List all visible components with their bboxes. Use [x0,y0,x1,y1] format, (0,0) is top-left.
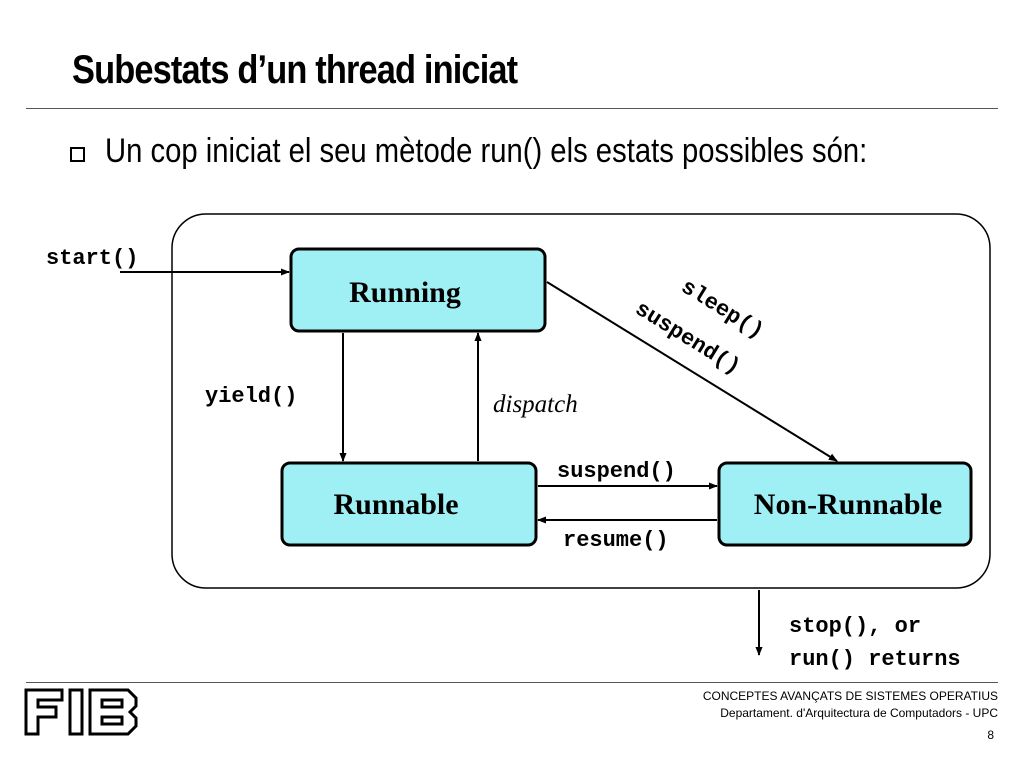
state-running-label: Running [349,276,461,309]
state-runnable [280,461,538,547]
course-name: CONCEPTES AVANÇATS DE SISTEMES OPERATIUS [702,689,998,703]
fib-logo [24,688,138,736]
square-bullet-icon [70,147,85,162]
state-non-runnable-label: Non-Runnable [754,488,942,521]
dispatch-label: dispatch [493,391,578,418]
state-non-runnable [717,461,973,547]
department-name: Departament. d'Arquitectura de Computado… [720,706,998,720]
stop-label-line2: run() returns [789,647,961,672]
state-running [289,247,547,333]
thread-container [171,213,991,589]
resume-label: resume() [563,528,669,553]
footer-divider [26,682,998,683]
start-label: start() [46,246,138,271]
state-runnable-label: Runnable [333,488,458,521]
slide-title: Subestats d’un thread iniciat [72,48,518,92]
suspend-label: suspend() [557,459,676,484]
page-number: 8 [987,728,994,742]
bullet-item: Un cop iniciat el seu mètode run() els e… [70,132,991,171]
bullet-text: Un cop iniciat el seu mètode run() els e… [105,132,868,170]
sleep-suspend-arrow [546,281,838,462]
stop-label-line1: stop(), or [789,614,921,639]
yield-label: yield() [205,384,297,409]
footer-info: CONCEPTES AVANÇATS DE SISTEMES OPERATIUS… [703,688,998,722]
title-divider [26,108,998,109]
